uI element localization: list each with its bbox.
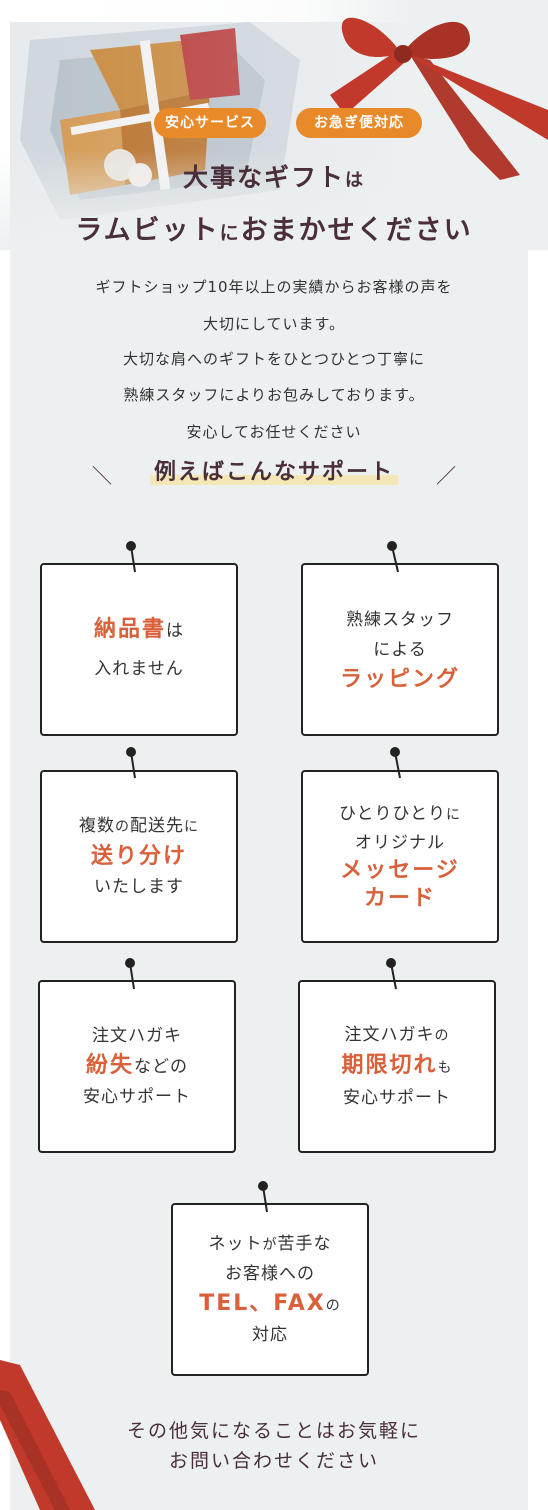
- support-title: 例えばこんなサポート: [0, 454, 548, 486]
- card-accent: TEL、FAX: [199, 1290, 326, 1316]
- support-card-tel-fax: ネットが苦手な お客様への TEL、FAXの 対応: [171, 1203, 369, 1376]
- card-text: 入れません: [94, 659, 184, 679]
- closing-text-line: お問い合わせください: [168, 1450, 379, 1472]
- card-text: による: [373, 639, 427, 660]
- support-card-expired-postcard: 注文ハガキの 期限切れも 安心サポート: [298, 980, 496, 1153]
- intro-text-line: 安心してお任せください: [186, 423, 362, 441]
- headline-main: 大事なギフト: [182, 163, 345, 192]
- headline-main: おまかせください: [240, 215, 473, 246]
- pin-icon: [126, 541, 136, 573]
- card-text: 注文ハガキ: [92, 1026, 182, 1046]
- card-accent: 送り分け: [90, 844, 187, 869]
- pin-icon: [125, 958, 135, 990]
- card-text: オリジナル: [355, 833, 445, 853]
- intro-text-line: ギフトショップ10年以上の実績からお客様の声を: [95, 278, 453, 296]
- card-text: お客様への: [225, 1263, 315, 1284]
- headline-line2: ラムビットにおまかせください: [0, 208, 548, 247]
- badge-express: お急ぎ便対応: [296, 108, 422, 138]
- card-text: いたします: [94, 877, 184, 897]
- headline-line1: 大事なギフトは: [0, 158, 548, 194]
- intro-text-line: 大切な肩へのギフトをひとつひとつ丁寧に: [123, 350, 425, 368]
- support-card-no-invoice: 納品書は 入れません: [40, 563, 238, 736]
- slash-decoration-right: ／: [436, 464, 456, 488]
- closing-text-line: その他気になることはお気軽に: [126, 1420, 421, 1442]
- ribbon-bow-decoration: [330, 17, 548, 180]
- pin-icon: [387, 541, 399, 573]
- card-text: 安心サポート: [83, 1087, 191, 1107]
- pin-icon: [126, 747, 136, 779]
- support-card-multi-ship: 複数の配送先に 送り分け いたします: [40, 770, 238, 943]
- card-accent: メッセージ: [340, 858, 460, 883]
- headline-particle: は: [345, 170, 365, 191]
- pin-icon: [386, 958, 397, 990]
- pin-icon: [258, 1181, 268, 1213]
- card-text: 熟練スタッフ: [346, 609, 454, 630]
- support-card-lost-postcard: 注文ハガキ 紛失などの 安心サポート: [38, 980, 236, 1153]
- card-accent: 期限切れ: [341, 1053, 438, 1078]
- slash-decoration-left: ＼: [92, 464, 112, 488]
- card-text: は: [166, 621, 184, 641]
- card-accent: ラッピング: [339, 666, 460, 692]
- intro-text-line: 大切にしています。: [202, 315, 346, 333]
- intro-text-line: 熟練スタッフによりお包みしております。: [123, 386, 425, 404]
- headline-brand: ラムビット: [75, 215, 220, 246]
- card-accent: カード: [363, 886, 436, 911]
- card-text: 安心サポート: [343, 1088, 451, 1108]
- card-accent: 紛失: [85, 1053, 134, 1078]
- support-card-wrapping: 熟練スタッフ による ラッピング: [301, 563, 499, 736]
- support-card-message-card: ひとりひとりに オリジナル メッセージ カード: [301, 770, 499, 943]
- pin-icon: [390, 747, 401, 779]
- headline-particle: に: [219, 222, 241, 244]
- card-accent: 納品書: [93, 617, 166, 642]
- card-text: 対応: [252, 1324, 288, 1345]
- badge-anshin-service: 安心サービス: [154, 108, 266, 138]
